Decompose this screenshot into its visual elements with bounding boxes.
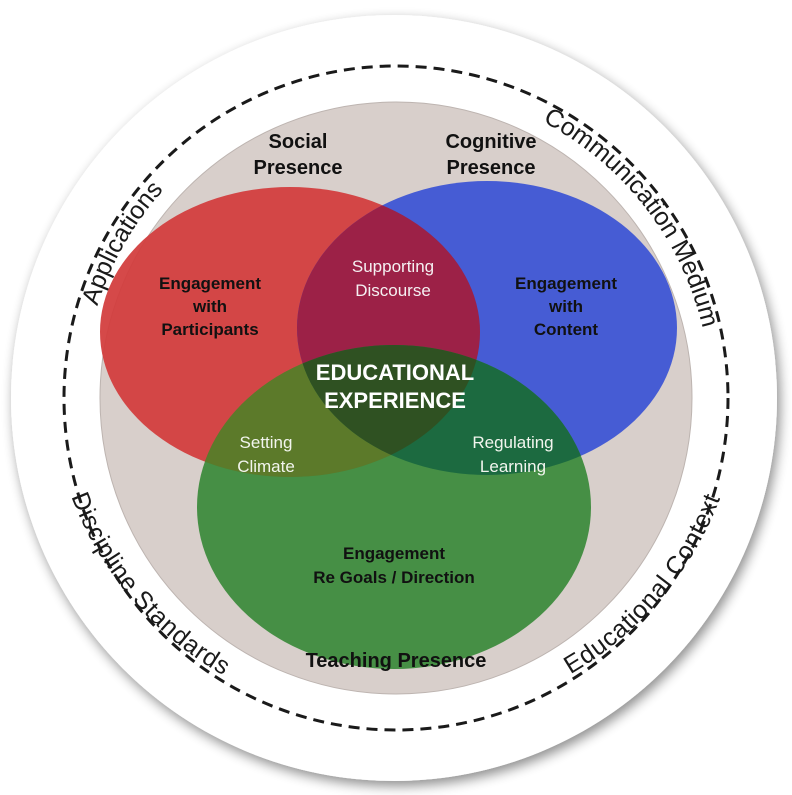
social-presence-title-line1: Social xyxy=(269,131,328,153)
social-teaching-line2: Climate xyxy=(237,457,295,476)
venn-circles xyxy=(100,181,677,669)
teaching-presence-title: Teaching Presence xyxy=(306,650,487,672)
dashed-ring xyxy=(62,64,730,732)
social-cognitive-line2: Discourse xyxy=(355,281,431,300)
cognitive-presence-title-line1: Cognitive xyxy=(445,131,536,153)
social-teaching-overlap xyxy=(197,345,480,477)
cognitive-presence-title-line2: Presence xyxy=(447,157,536,179)
cognitive-only-line3: Content xyxy=(534,320,599,339)
social-only-line1: Engagement xyxy=(159,274,261,293)
teaching-only-line2: Re Goals / Direction xyxy=(313,568,475,587)
social-only-line2: with xyxy=(192,297,227,316)
region-labels: Engagement with Participants Engagement … xyxy=(159,257,617,587)
teaching-only-line1: Engagement xyxy=(343,544,445,563)
center-line1: EDUCATIONAL xyxy=(316,360,474,385)
social-cognitive-line1: Supporting xyxy=(352,257,434,276)
social-presence-title-line2: Presence xyxy=(254,157,343,179)
center-line2: EXPERIENCE xyxy=(324,388,466,413)
cognitive-only-line1: Engagement xyxy=(515,274,617,293)
social-teaching-line1: Setting xyxy=(240,433,293,452)
cognitive-only-line2: with xyxy=(548,297,583,316)
cognitive-teaching-line2: Learning xyxy=(480,457,546,476)
social-only-line3: Participants xyxy=(161,320,258,339)
circle-titles: Social Presence Cognitive Presence Teach… xyxy=(254,131,537,672)
cognitive-teaching-line1: Regulating xyxy=(472,433,553,452)
cognitive-teaching-overlap xyxy=(297,345,591,475)
